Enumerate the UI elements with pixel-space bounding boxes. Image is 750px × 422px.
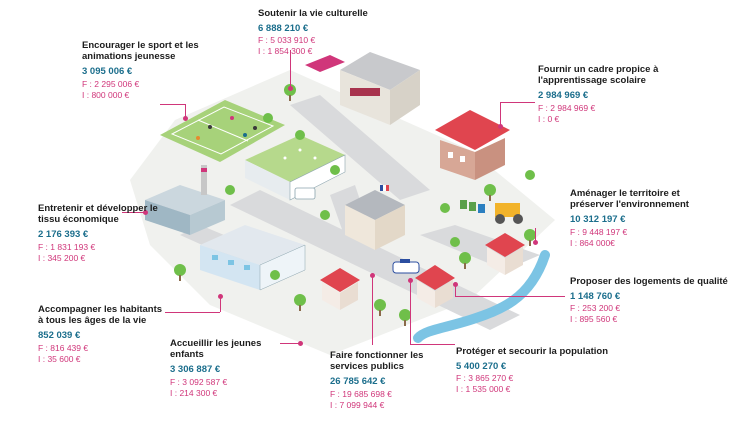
label-culture-title: Soutenir la vie culturelle	[258, 8, 368, 19]
leader-sport-dot	[183, 116, 188, 121]
label-sport-total: 3 095 006 €	[82, 66, 133, 78]
leader-territory-dot	[533, 240, 538, 245]
label-housing-f: F : 253 200 €	[570, 303, 621, 314]
label-children-title: Accueillir les jeunes enfants	[170, 338, 262, 361]
label-children-total: 3 306 887 €	[170, 364, 221, 376]
leader-safety-h	[410, 344, 455, 345]
leader-public	[372, 275, 373, 345]
label-housing-title: Proposer des logements de qualité	[570, 276, 728, 287]
road-roller	[495, 203, 523, 224]
leader-school-dot	[498, 124, 503, 129]
factory	[145, 165, 225, 235]
label-school-total: 2 984 969 €	[538, 90, 589, 102]
leader-sport-v	[185, 104, 186, 118]
label-seniors-title: Accompagner les habitants à tous les âge…	[38, 304, 163, 327]
sports-field	[160, 100, 285, 162]
leader-seniors-v	[220, 296, 221, 312]
label-public-total: 26 785 642 €	[330, 376, 386, 388]
label-housing-total: 1 148 760 €	[570, 291, 621, 303]
label-sport: Encourager le sport et les animations je…	[82, 40, 202, 100]
label-seniors-total: 852 039 €	[38, 330, 81, 342]
label-economy-total: 2 176 393 €	[38, 229, 89, 241]
label-public-f: F : 19 685 698 €	[330, 388, 392, 399]
leader-territory	[535, 228, 536, 242]
label-culture: Soutenir la vie culturelle 6 888 210 € F…	[258, 8, 378, 56]
label-territory-total: 10 312 197 €	[570, 214, 626, 226]
label-school: Fournir un cadre propice à l'apprentissa…	[538, 64, 663, 124]
label-seniors-i: I : 35 600 €	[38, 353, 81, 364]
tree-trunks	[179, 95, 531, 326]
label-school-f: F : 2 984 969 €	[538, 102, 596, 113]
label-housing: Proposer des logements de qualité 1 148 …	[570, 276, 730, 324]
leader-sport	[160, 104, 186, 105]
label-territory-i: I : 864 000€	[570, 237, 615, 248]
label-school-i: I : 0 €	[538, 113, 560, 124]
label-economy-title: Entretenir et développer le tissu économ…	[38, 203, 158, 226]
label-safety-total: 5 400 270 €	[456, 361, 507, 373]
label-public-title: Faire fonctionner les services publics	[330, 350, 424, 373]
label-safety-i: I : 1 535 000 €	[456, 384, 511, 395]
leader-housing	[455, 296, 565, 297]
houses	[320, 233, 525, 310]
recycling-bins	[460, 200, 485, 213]
label-housing-i: I : 895 560 €	[570, 314, 618, 325]
label-safety-f: F : 3 865 270 €	[456, 373, 514, 384]
leader-seniors-dot	[218, 294, 223, 299]
label-children: Accueillir les jeunes enfants 3 306 887 …	[170, 338, 285, 398]
label-sport-i: I : 800 000 €	[82, 89, 130, 100]
label-safety: Protéger et secourir la population 5 400…	[456, 346, 616, 394]
leader-culture-dot	[288, 86, 293, 91]
leader-school-v	[500, 102, 501, 126]
label-territory: Aménager le territoire et préserver l'en…	[570, 188, 715, 248]
label-seniors-f: F : 816 439 €	[38, 342, 89, 353]
label-territory-title: Aménager le territoire et préserver l'en…	[570, 188, 689, 211]
label-school-title: Fournir un cadre propice à l'apprentissa…	[538, 64, 659, 87]
label-seniors: Accompagner les habitants à tous les âge…	[38, 304, 163, 364]
leader-housing-dot	[453, 282, 458, 287]
label-public: Faire fonctionner les services publics 2…	[330, 350, 425, 410]
label-culture-f: F : 5 033 910 €	[258, 35, 316, 46]
town-hall	[345, 185, 405, 250]
leader-children	[280, 343, 300, 344]
label-sport-title: Encourager le sport et les animations je…	[82, 40, 199, 63]
leader-safety	[410, 280, 411, 344]
label-economy-f: F : 1 831 193 €	[38, 241, 96, 252]
leader-housing-v	[455, 284, 456, 296]
leader-seniors	[165, 312, 220, 313]
label-safety-title: Protéger et secourir la population	[456, 346, 609, 357]
leader-economy-dot	[143, 210, 148, 215]
apartment-block	[200, 225, 306, 291]
leader-children-dot	[298, 341, 303, 346]
leader-public-dot	[370, 273, 375, 278]
leader-economy	[122, 212, 146, 213]
leader-school	[500, 102, 535, 103]
label-territory-f: F : 9 448 197 €	[570, 226, 628, 237]
leader-safety-dot	[408, 278, 413, 283]
label-economy-i: I : 345 200 €	[38, 252, 86, 263]
school-building	[435, 110, 510, 180]
label-sport-f: F : 2 295 006 €	[82, 78, 140, 89]
label-children-i: I : 214 300 €	[170, 387, 218, 398]
police-car	[392, 259, 420, 274]
label-public-i: I : 7 099 944 €	[330, 399, 385, 410]
label-economy: Entretenir et développer le tissu économ…	[38, 203, 158, 263]
label-children-f: F : 3 092 587 €	[170, 376, 228, 387]
label-culture-i: I : 1 854 300 €	[258, 46, 313, 57]
river	[413, 250, 550, 343]
label-culture-total: 6 888 210 €	[258, 23, 309, 35]
leader-culture	[290, 50, 291, 88]
van	[294, 187, 316, 200]
cultural-center	[305, 52, 420, 125]
